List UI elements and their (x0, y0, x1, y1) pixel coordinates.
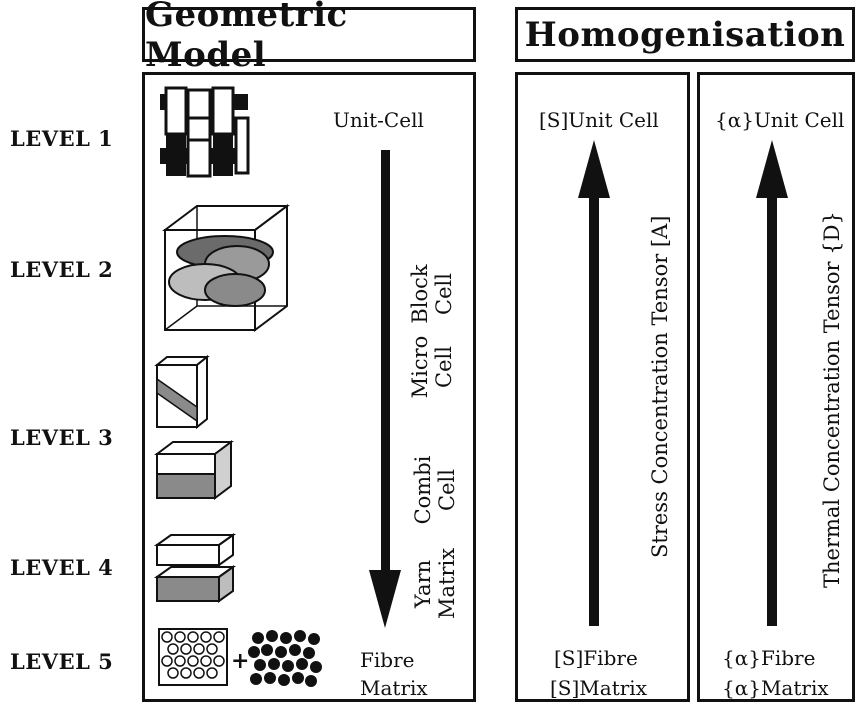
level-5-label: LEVEL 5 (10, 649, 114, 674)
block-cell-line-1: Block (408, 264, 432, 324)
block-cell-line-2: Cell (432, 273, 456, 315)
block-cell-icon (162, 204, 290, 332)
stress-unit-cell-label: [S]Unit Cell (539, 108, 659, 132)
level-4-label: LEVEL 4 (10, 555, 114, 580)
level-2-label: LEVEL 2 (10, 257, 114, 282)
block-cell-label: Block Cell (408, 262, 456, 326)
homogenisation-title: Homogenisation (524, 14, 846, 55)
stress-tensor-label: Stress Concentration Tensor [A] (648, 215, 672, 558)
homogenisation-header: Homogenisation (515, 7, 855, 62)
micro-cell-line-2: Cell (432, 346, 456, 388)
micro-cell-label: Micro Cell (408, 335, 456, 399)
micro-cell-line-1: Micro (408, 335, 432, 399)
yarn-line: Yarn (411, 559, 435, 609)
geometric-model-header: Geometric Model (142, 0, 476, 75)
geometric-model-title: Geometric Model (145, 0, 348, 75)
stress-matrix-label: [S]Matrix (550, 676, 647, 700)
combi-cell-line-1: Combi (411, 455, 435, 525)
thermal-upward-arrow (756, 140, 788, 626)
combi-cell-icon (154, 440, 234, 500)
combi-cell-label: Combi Cell (411, 455, 459, 525)
fibre-bundle-icon (248, 630, 322, 687)
woven-unit-cell-icon (160, 86, 250, 178)
unit-cell-label: Unit-Cell (333, 108, 424, 132)
plus-sign: + (231, 648, 250, 674)
fibre-label: Fibre (360, 648, 415, 672)
matrix-pattern-icon (158, 628, 228, 686)
thermal-unit-cell-label: {α}Unit Cell (715, 108, 845, 132)
micro-cell-icon (154, 354, 210, 430)
matrix-label: Matrix (360, 676, 428, 700)
thermal-fibre-label: {α}Fibre (722, 646, 816, 670)
stress-fibre-label: [S]Fibre (554, 646, 638, 670)
yarn-matrix-label: Yarn Matrix (411, 547, 459, 619)
yarn-matrix-icon (153, 533, 237, 603)
stress-upward-arrow (578, 140, 610, 626)
downward-arrow (369, 150, 401, 628)
matrix-line: Matrix (435, 547, 459, 619)
level-3-label: LEVEL 3 (10, 425, 114, 450)
thermal-tensor-label: Thermal Concentration Tensor {D} (820, 211, 844, 588)
thermal-matrix-label: {α}Matrix (722, 676, 829, 700)
combi-cell-line-2: Cell (435, 469, 459, 511)
level-1-label: LEVEL 1 (10, 126, 114, 151)
